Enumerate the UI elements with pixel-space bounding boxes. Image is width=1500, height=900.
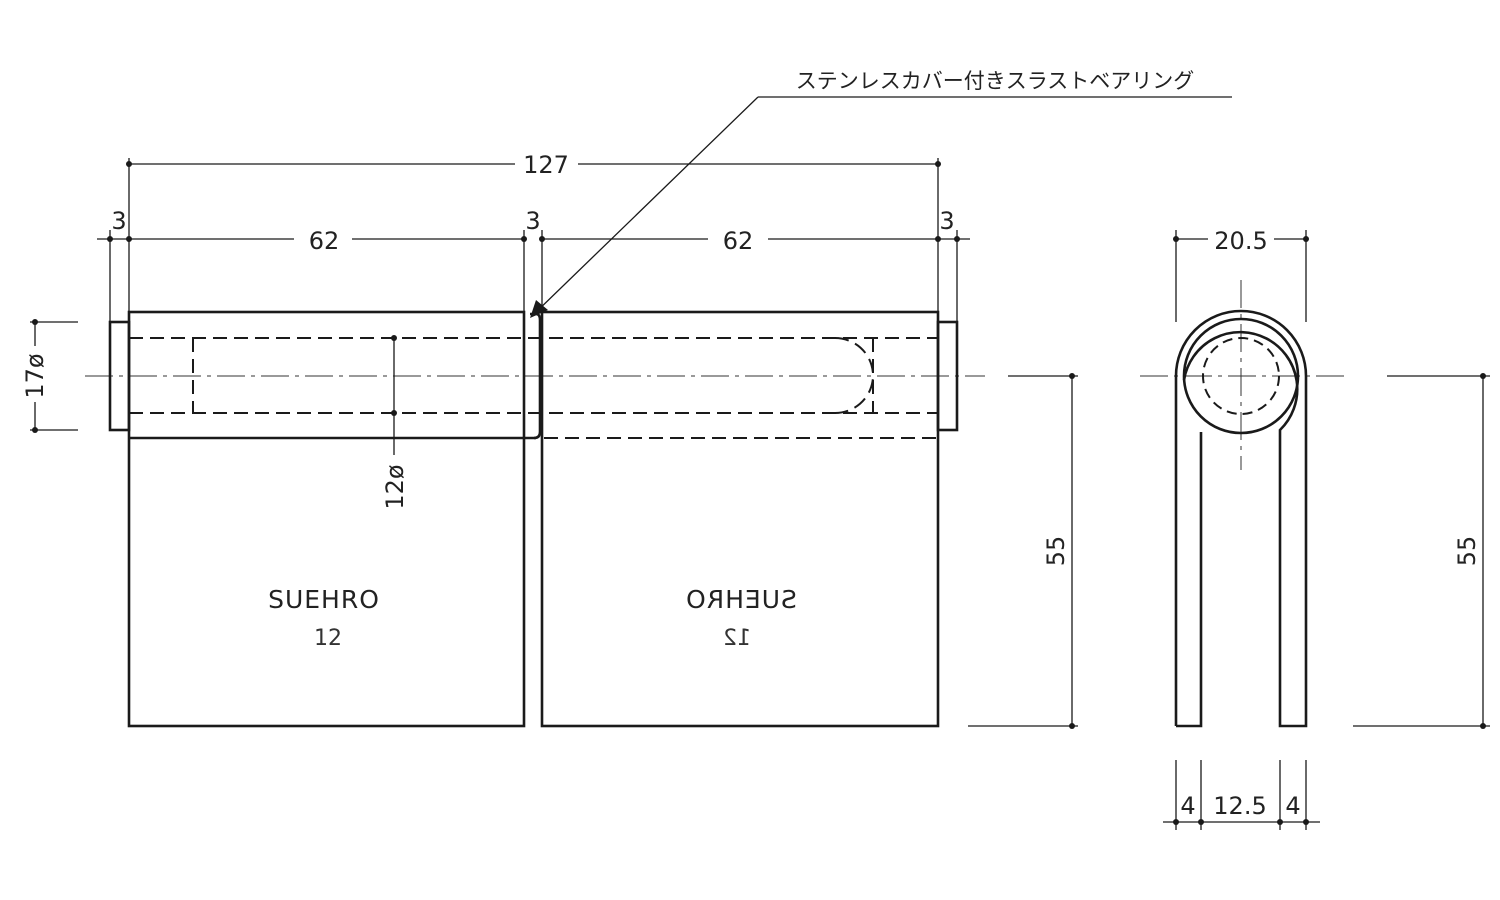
marking-left-size: 12 <box>314 626 342 651</box>
dim-knuckle-diameter: 17ø <box>21 353 49 398</box>
marking-right-brand: SUEHRO <box>685 585 797 614</box>
dim-center-gap: 3 <box>525 207 540 235</box>
dim-overall-length: 127 <box>523 151 569 179</box>
dim-height-front: 55 <box>1042 536 1070 567</box>
dim-leaf-thickness-right: 4 <box>1285 792 1300 820</box>
dim-end-gap-left: 3 <box>111 207 126 235</box>
dim-leaf-left: 62 <box>309 227 340 255</box>
dim-pin-diameter: 12ø <box>381 464 409 509</box>
marking-left-brand: SUEHRO <box>268 585 380 614</box>
leaf-right <box>540 310 940 728</box>
front-view: SUEHRO 12 SUEHRO 12 127 3 62 3 62 3 17ø <box>21 151 1078 729</box>
callout-leader: ステンレスカバー付きスラストベアリング <box>530 69 1232 318</box>
side-view: 20.5 55 4 12.5 4 <box>1140 227 1490 830</box>
dim-end-gap-right: 3 <box>939 207 954 235</box>
leaf-left <box>127 310 526 728</box>
dim-outer-width: 20.5 <box>1214 227 1267 255</box>
callout-label: ステンレスカバー付きスラストベアリング <box>796 69 1195 93</box>
dim-inner-gap: 12.5 <box>1213 792 1266 820</box>
dim-height-side: 55 <box>1453 536 1481 567</box>
marking-right-size: 12 <box>723 626 751 651</box>
dim-leaf-thickness-left: 4 <box>1180 792 1195 820</box>
dim-leaf-right: 62 <box>723 227 754 255</box>
